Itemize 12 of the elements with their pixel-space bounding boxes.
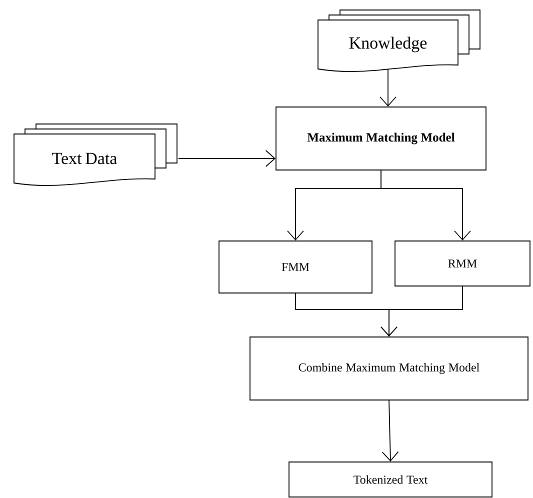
document-stack: Knowledge [318, 10, 480, 72]
arrow [382, 400, 399, 462]
process-box: Tokenized Text [288, 462, 492, 498]
arrow [380, 170, 471, 241]
arrow [380, 286, 463, 337]
process-box: RMM [394, 240, 530, 286]
arrow [380, 69, 396, 107]
process-box: Combine Maximum Matching Model [250, 336, 528, 400]
arrow [178, 150, 276, 167]
process-box: FMM [218, 240, 372, 294]
document-stack: Text Data [14, 124, 178, 186]
process-box: Maximum Matching Model [276, 106, 486, 170]
